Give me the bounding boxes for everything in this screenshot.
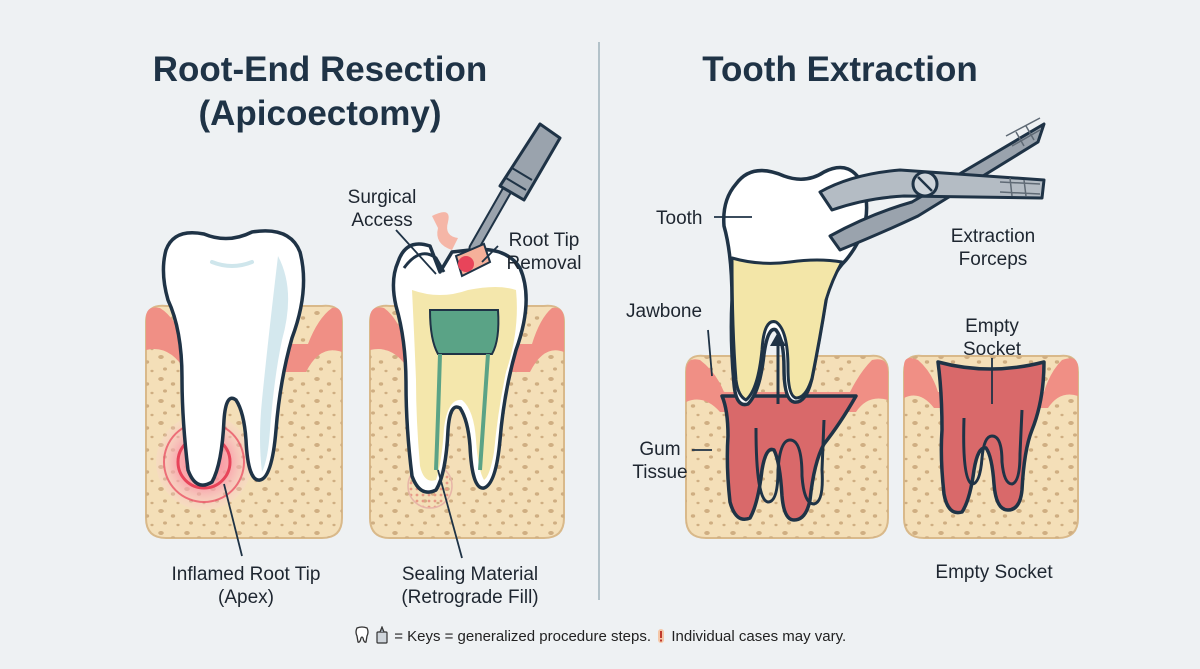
root-end-resection-illustration	[369, 122, 565, 539]
label-empty-socket-bottom: Empty Socket	[935, 562, 1053, 583]
footer-text-variation: Individual cases may vary.	[671, 628, 847, 645]
dental-tool-icon	[376, 625, 388, 644]
warning-icon	[658, 629, 665, 643]
footer-note: = Keys = generalized procedure steps. In…	[0, 625, 1200, 645]
label-sealing-material: Sealing Material(Retrograde Fill)	[401, 564, 539, 608]
leader-lines	[223, 216, 993, 559]
tooth-extraction-illustration	[685, 117, 1046, 539]
tooth-icon	[355, 626, 369, 643]
empty-socket-illustration	[903, 354, 1079, 539]
right-panel-title: Tooth Extraction	[702, 50, 978, 89]
label-inflamed-root-tip: Inflamed Root Tip(Apex)	[171, 564, 321, 608]
inflamed-tooth-illustration	[145, 229, 343, 539]
label-tooth: Tooth	[656, 208, 703, 229]
label-jawbone: Jawbone	[626, 301, 703, 322]
left-panel-title: Root-End Resection(Apicoectomy)	[152, 50, 488, 133]
footer-text-keys: = Keys = generalized procedure steps.	[394, 628, 652, 645]
